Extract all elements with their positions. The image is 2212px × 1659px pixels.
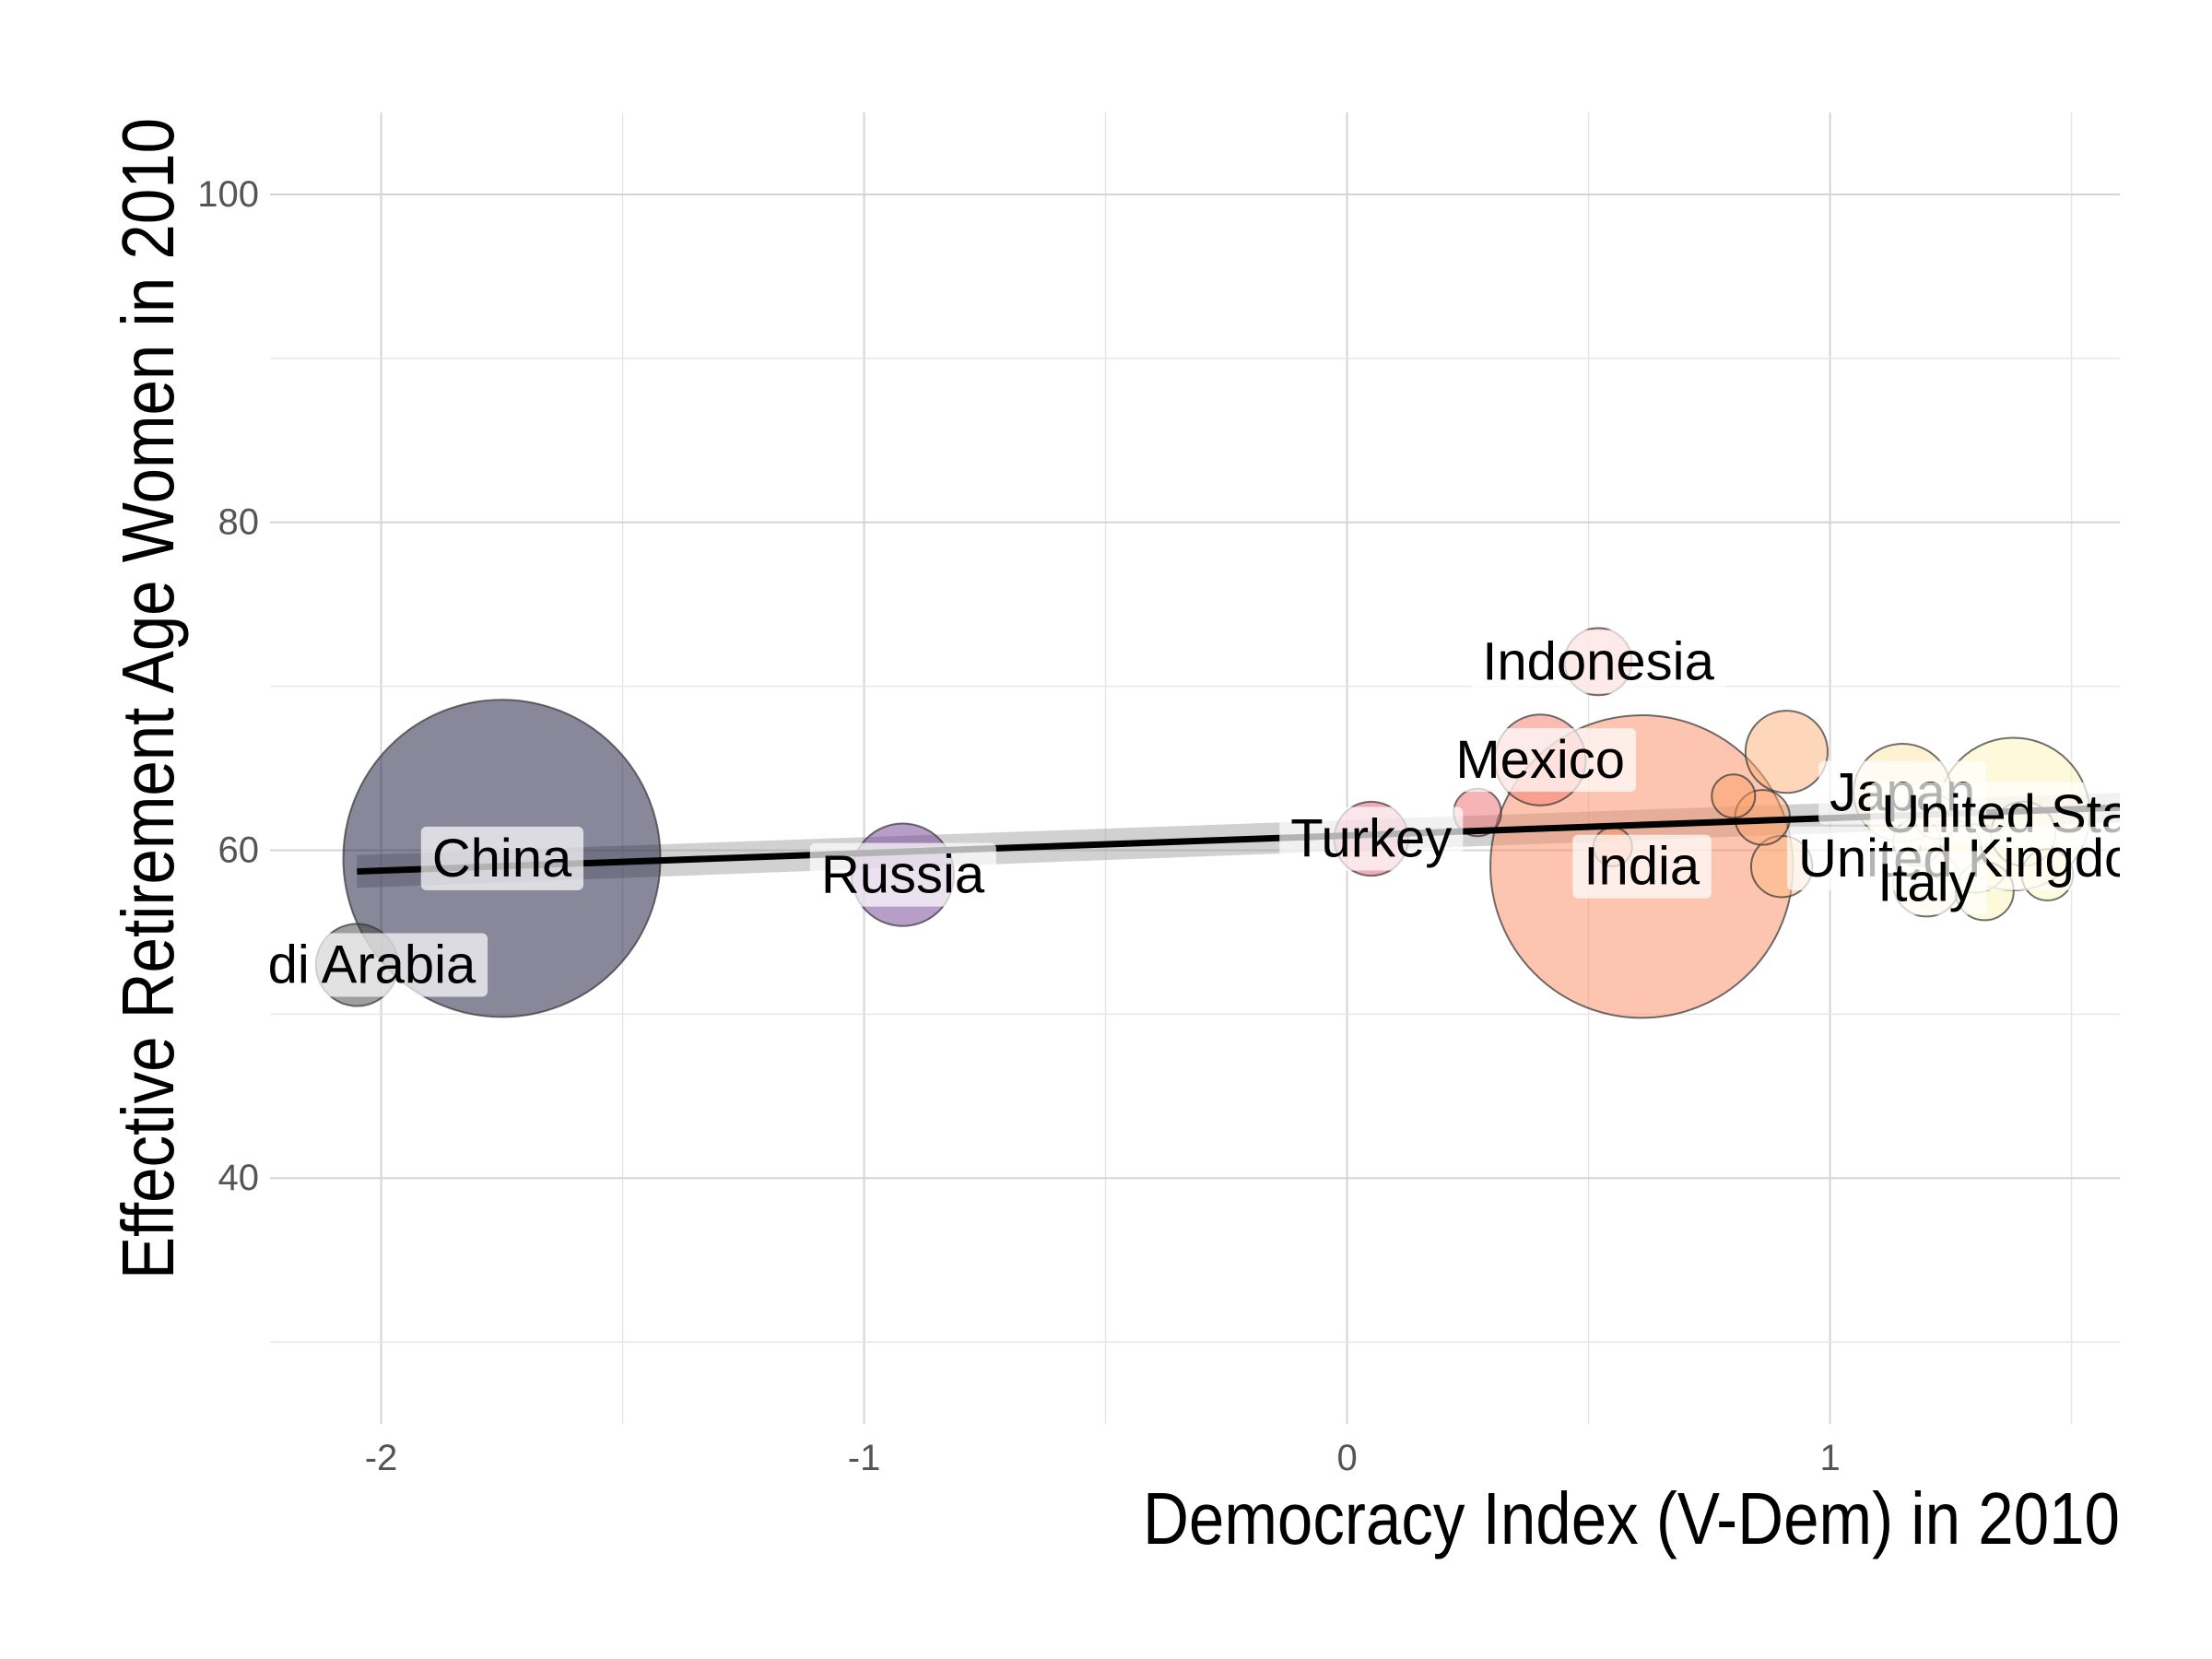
x-tick-labels: -2 -1 0 1 [365,1438,1841,1478]
point-label-group: Russia [809,842,996,907]
x-tick-label: -2 [365,1438,398,1478]
point-label-group: Mexico [1444,728,1637,793]
x-tick-label: -1 [848,1438,881,1478]
y-axis-title: Effective Retirement Age Women in 2010 [107,118,189,1279]
y-tick-label: 100 [197,174,259,215]
label-background [420,826,584,890]
point-label: Russia [821,845,985,905]
point-label: Turkey [1290,808,1452,868]
point-label-group: Turkey [1279,806,1464,871]
label-background [1572,834,1712,899]
point-label: India [1583,837,1700,897]
point-label-group: udi Arabia [238,933,488,997]
point-label-group: Italy [1866,851,1987,915]
point-label: China [432,829,572,888]
point-label-group: India [1572,834,1712,899]
label-background [1444,728,1637,793]
bubble-point [1711,773,1757,819]
y-tick-label: 80 [218,502,260,543]
point-label: Indonesia [1482,631,1714,691]
point-label: udi Arabia [238,935,477,994]
label-background [809,842,996,907]
point-label-group: China [420,826,584,890]
point-label-group: Indonesia [1471,629,1726,694]
point-label: Mexico [1455,730,1625,790]
x-tick-label: 1 [1819,1438,1840,1478]
label-background [270,933,488,997]
label-background [1866,851,1987,915]
x-tick-label: 0 [1336,1438,1357,1478]
label-background [1279,806,1464,871]
bubble-point [1744,710,1830,794]
y-tick-label: 60 [218,830,260,870]
point-label: Italy [1877,853,1975,913]
axes: -2 -1 0 1 40 60 80 100 Democracy Index (V-Dem)… [107,118,2120,1559]
y-tick-labels: 40 60 80 100 [197,174,259,1198]
label-background [1471,629,1726,694]
x-axis-title: Democracy Index (V-Dem) in 2010 [1143,1477,2120,1559]
y-tick-label: 40 [218,1158,260,1198]
